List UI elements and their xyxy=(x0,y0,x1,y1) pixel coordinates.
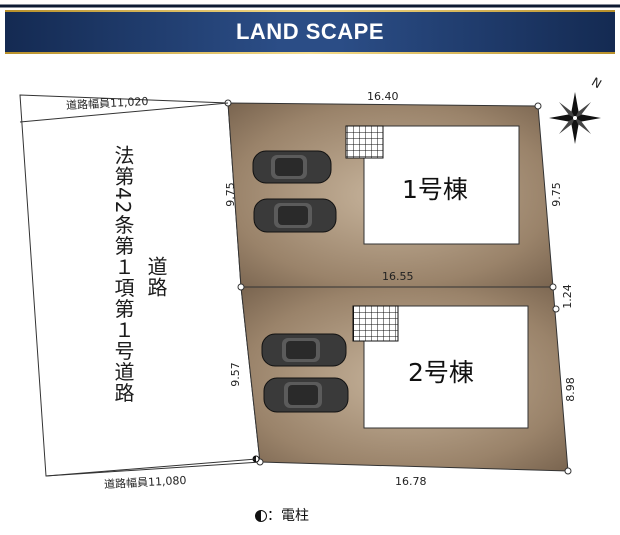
lot2-dim-right-short: 1.24 xyxy=(560,284,574,309)
lot1-dim-right: 9.75 xyxy=(549,182,563,207)
lot2-dim-right: 8.98 xyxy=(563,377,577,402)
car-4 xyxy=(263,377,349,413)
stairs-1 xyxy=(345,125,384,159)
building-2-label: 2号棟 xyxy=(408,358,474,387)
legend: ：電柱 xyxy=(255,505,309,525)
lot1-dim-top: 16.40 xyxy=(367,90,399,103)
road-outline xyxy=(19,94,261,477)
building-1-footprint xyxy=(363,125,520,245)
title-bar: LAND SCAPE xyxy=(5,10,615,54)
utility-pole-icon xyxy=(255,510,267,522)
road-width-bottom-line xyxy=(45,458,257,477)
title-banner: LAND SCAPE xyxy=(0,0,620,58)
car-3 xyxy=(261,333,347,367)
car-2 xyxy=(253,198,337,233)
road-label-tail: 道路 xyxy=(144,256,168,298)
car-1 xyxy=(252,150,332,184)
banner-title: LAND SCAPE xyxy=(235,19,384,44)
building-1-label: 1号棟 xyxy=(402,175,468,204)
road-width-top-line xyxy=(19,102,229,123)
legend-text: ：電柱 xyxy=(267,508,309,524)
lot2-dim-bottom: 16.78 xyxy=(395,475,427,488)
lot2-dim-top: 16.55 xyxy=(382,270,414,283)
road-label-main: 法第42条第１項第１号道路 xyxy=(111,145,135,404)
lot2-dim-left: 9.57 xyxy=(228,362,242,387)
compass-rose xyxy=(549,92,601,144)
stairs-2 xyxy=(352,305,399,342)
lot1-dim-left: 9.75 xyxy=(223,182,237,207)
